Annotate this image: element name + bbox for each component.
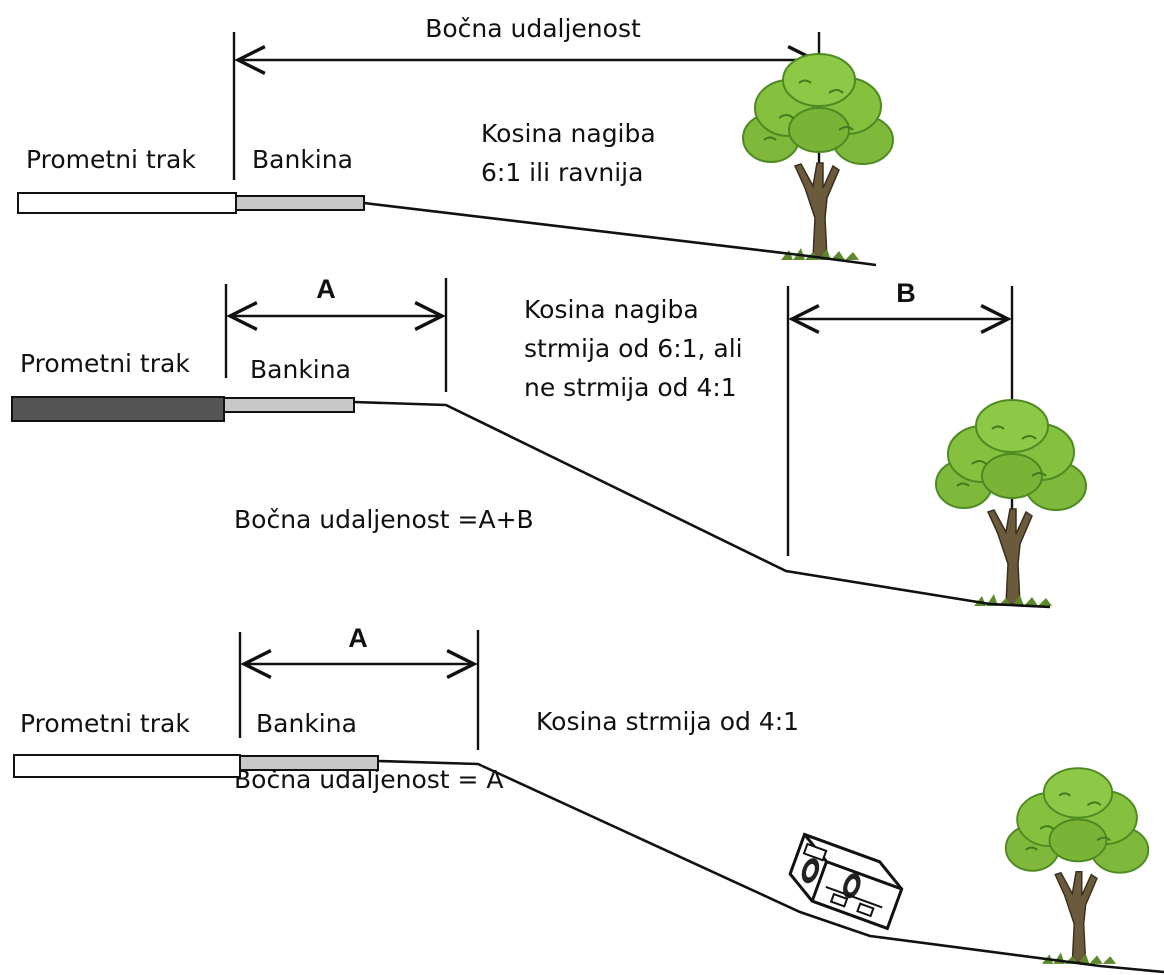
panel-1-flat-slope: Bočna udaljenost Prometni trak Bankina K… xyxy=(17,14,894,267)
lateral-distance-label: Bočna udaljenost xyxy=(425,14,641,43)
traffic-lane xyxy=(13,754,241,778)
lane-label: Prometni trak xyxy=(20,349,190,378)
shoulder-label: Bankina xyxy=(256,709,357,738)
slope-label-line1: Kosina nagiba xyxy=(524,295,699,324)
shoulder xyxy=(239,755,379,771)
slope-label-line1: Kosina nagiba xyxy=(481,119,656,148)
slope-ground-line xyxy=(353,400,1051,609)
traffic-lane xyxy=(11,396,225,422)
slope-label: Kosina strmija od 4:1 xyxy=(536,707,799,736)
lane-label: Prometni trak xyxy=(20,709,190,738)
dimension-b-label: B xyxy=(896,278,916,308)
slope-label-line3: ne strmija od 4:1 xyxy=(524,373,737,402)
shoulder xyxy=(235,195,365,211)
panel-2-moderate-slope: A B Prometni trak Bankina Kosina nagiba … xyxy=(11,274,1087,609)
panel-3-steep-slope: A Prometni trak Bankina Kosina strmija o… xyxy=(13,623,1164,974)
slope-label-line2: 6:1 ili ravnija xyxy=(481,158,643,187)
slope-ground-line xyxy=(363,201,877,267)
slope-ground-line xyxy=(377,759,1164,974)
shoulder-label: Bankina xyxy=(252,145,353,174)
traffic-lane xyxy=(17,192,237,214)
shoulder xyxy=(223,397,355,413)
lane-label: Prometni trak xyxy=(26,145,196,174)
dimension-a-label: A xyxy=(316,274,336,304)
tree-icon xyxy=(1004,767,1150,965)
overturned-car-icon xyxy=(788,832,904,931)
dimension-a-label: A xyxy=(348,623,368,653)
lateral-distance-formula: Bočna udaljenost =A+B xyxy=(234,505,534,534)
shoulder-label: Bankina xyxy=(250,355,351,384)
slope-label-line2: strmija od 6:1, ali xyxy=(524,334,743,363)
